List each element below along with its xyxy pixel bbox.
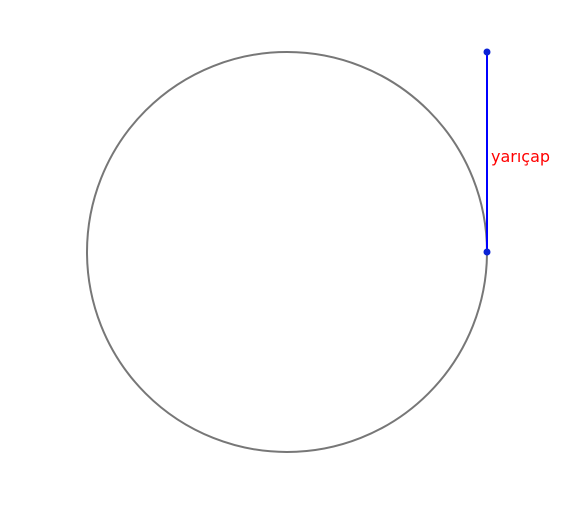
segment-endpoint-top [483, 48, 491, 56]
circle [86, 51, 488, 453]
radius-label: yarıçap [491, 147, 550, 166]
segment-endpoint-on-circle [483, 248, 491, 256]
